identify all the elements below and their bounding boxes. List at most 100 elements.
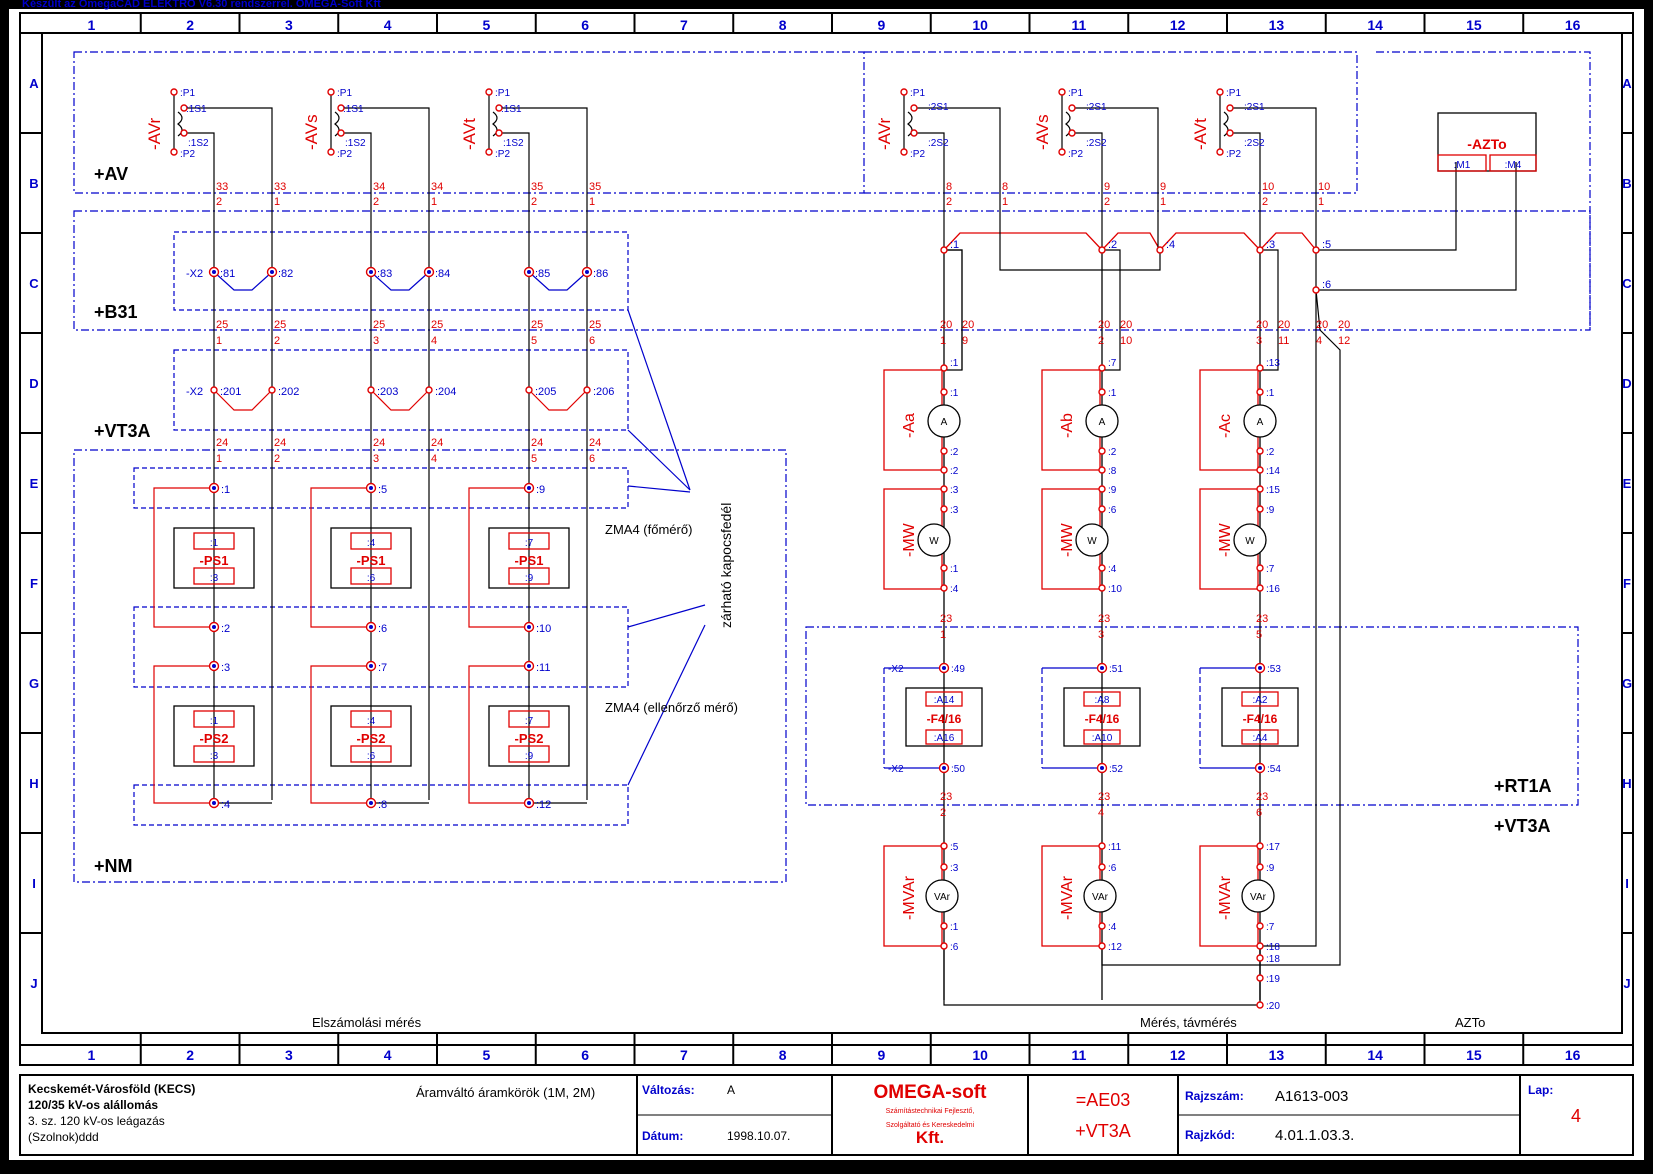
box-b31	[73, 210, 1591, 331]
x2-term: :85	[535, 268, 550, 280]
wire-return	[914, 107, 1001, 230]
wire-feed	[914, 132, 945, 250]
ct-p2: :P2	[180, 149, 195, 160]
wire-sub: 2	[216, 196, 222, 208]
terminal	[495, 129, 503, 137]
terminal-core	[212, 270, 216, 274]
f4-pin-label: :A16	[934, 733, 955, 744]
ct-p1: :P1	[495, 88, 510, 99]
meter-pin-box	[508, 567, 550, 585]
title-block: Kecskemét-Városföld (KECS) 120/35 kV-os …	[19, 1074, 1634, 1156]
junction-term: :1	[950, 239, 959, 251]
terminal	[1256, 564, 1264, 572]
ct-p1: :P1	[910, 88, 925, 99]
terminal	[1312, 286, 1320, 294]
f4-pin-label: :A4	[1252, 733, 1267, 744]
varmeter-symbol: VAr	[934, 892, 951, 903]
wattmeter-symbol: W	[1245, 536, 1255, 547]
pin-label: :3	[950, 863, 959, 874]
ct-s2: :1S2	[188, 138, 209, 149]
f4-name: -F4/16	[1085, 712, 1120, 726]
varmeter-symbol: VAr	[1250, 892, 1267, 903]
pin-label: :9	[1266, 505, 1275, 516]
ct-s1: :1S1	[501, 104, 522, 115]
terminal	[1098, 485, 1106, 493]
pin-label: :2	[1266, 447, 1275, 458]
f4-name: -F4/16	[927, 712, 962, 726]
terminal	[327, 88, 335, 96]
row-letter-right: B	[1622, 176, 1631, 191]
terminal	[1216, 88, 1224, 96]
terminal	[1256, 974, 1264, 982]
drawing-code: 4.01.1.03.3.	[1275, 1127, 1354, 1144]
wire-sub: 1	[1002, 196, 1008, 208]
row-letter-right: A	[1622, 76, 1632, 91]
terminal	[583, 386, 591, 394]
row-letter-right: D	[1622, 376, 1631, 391]
pin-label: :1	[1266, 388, 1275, 399]
f4-term: :53	[1267, 664, 1281, 675]
terminal-label: :5	[950, 842, 959, 853]
junction-term: :4	[1166, 239, 1175, 251]
row-letter-left: G	[29, 676, 39, 691]
column-number-top: 9	[877, 17, 885, 33]
f4-pin	[1083, 691, 1121, 707]
azto-m4: :M4	[1505, 160, 1522, 171]
terminal-core	[585, 270, 589, 274]
meter-pin: :6	[367, 751, 376, 762]
f4-pin	[925, 729, 963, 745]
wire-no: 24	[431, 437, 443, 449]
terminal	[940, 246, 948, 254]
row-letter-left: A	[29, 76, 39, 91]
wire-no: 35	[531, 181, 543, 193]
column-number-bottom: 9	[877, 1047, 885, 1063]
terminal	[900, 88, 908, 96]
pin-label: :9	[1266, 863, 1275, 874]
x2-term: :201	[220, 386, 241, 398]
wire-no: 23	[1256, 613, 1268, 625]
bypass-loop	[153, 665, 214, 804]
meter-ps1	[488, 527, 570, 589]
terminal-label: :17	[1266, 842, 1280, 853]
wire-sub: 3	[1098, 629, 1104, 641]
column-number-bottom: 1	[87, 1047, 95, 1063]
meter-pin: :7	[525, 716, 534, 727]
sheet-no: 4	[1571, 1106, 1581, 1126]
x2-prefix: -X2	[186, 268, 203, 280]
terminal	[1098, 505, 1106, 513]
azto-box	[1437, 112, 1537, 172]
azto-pin	[1489, 154, 1537, 172]
box-x2-lower	[173, 349, 629, 431]
wire-sub: 2	[1104, 196, 1110, 208]
wire-no: 20	[1278, 319, 1290, 331]
location-b31: +B31	[94, 302, 138, 322]
terminal	[1098, 863, 1106, 871]
wire-common	[1260, 250, 1317, 947]
wire-no: 24	[216, 437, 228, 449]
column-number-bottom: 3	[285, 1047, 293, 1063]
terminal	[900, 148, 908, 156]
wire-sub: 12	[1338, 335, 1350, 347]
ammeter-name: -Ab	[1059, 413, 1076, 438]
column-number-top: 3	[285, 17, 293, 33]
wire-no: 24	[589, 437, 601, 449]
ct-s1: :2S1	[1244, 102, 1265, 113]
wire-no: 24	[531, 437, 543, 449]
pin-label: :3	[950, 505, 959, 516]
paper	[7, 7, 1646, 1162]
meter-pin-box	[350, 532, 392, 550]
pin-label: :1	[950, 922, 959, 933]
company-sub-1: Számítástechnikai Fejlesztő,	[886, 1108, 975, 1115]
column-number-bottom: 16	[1565, 1047, 1581, 1063]
terminal-label: :15	[1266, 485, 1280, 496]
row-letter-right: G	[1622, 676, 1632, 691]
row-letter-right: J	[1623, 976, 1630, 991]
site-line-3: 3. sz. 120 kV-os leágazás	[28, 1114, 165, 1128]
wire-no: 23	[940, 613, 952, 625]
meter-pin: :7	[525, 538, 534, 549]
meter-pin: :4	[367, 538, 376, 549]
f4-x2-prefix: -X2	[888, 664, 904, 675]
wire-feed	[1072, 132, 1103, 250]
wire-no: 34	[373, 181, 385, 193]
